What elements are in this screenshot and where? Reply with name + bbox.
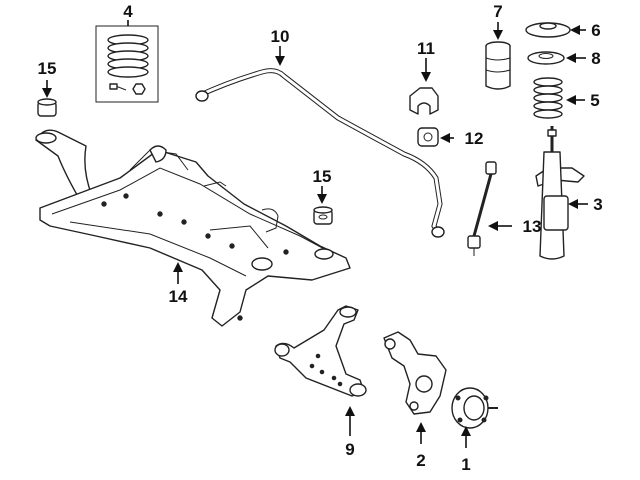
callout-7: 7 [493,2,502,21]
callout-1: 1 [461,455,470,474]
coil-spring [107,34,149,78]
part-10-stabilizer-bar [195,68,445,238]
callout-4: 4 [123,2,133,21]
part-2-steering-knuckle [383,331,447,415]
callout-9: 9 [345,440,354,459]
callout-leaders [42,20,588,448]
callout-15-left: 15 [38,59,57,78]
callout-15-center: 15 [313,167,332,186]
part-8-strut-bearing [527,51,565,65]
callout-6: 6 [591,21,600,40]
part-15-bushing-center [313,206,333,225]
part-7-bump-stop [485,41,511,90]
part-13-stabilizer-link [467,161,497,256]
callout-2: 2 [416,451,425,470]
part-6-strut-mount [525,22,571,38]
callout-14: 14 [169,287,188,306]
callout-8: 8 [591,49,600,68]
part-5-coil-spring [533,77,563,119]
callout-12: 12 [465,129,484,148]
spring-bolt [109,83,127,91]
callout-labels: 1 2 3 4 5 6 7 8 9 10 11 12 13 14 15 15 [38,2,603,474]
part-11-stabilizer-bushing [409,87,439,115]
part-3-strut [535,126,585,260]
part-14-front-subframe [35,129,351,327]
callout-11: 11 [417,39,435,58]
callout-13: 13 [523,217,542,236]
part-9-lower-control-arm [274,305,367,397]
spring-nut [132,83,146,95]
part-4-coil-spring-kit [95,25,159,103]
spring-kit-box [95,25,159,103]
callout-10: 10 [271,27,290,46]
part-1-wheel-hub [451,387,498,429]
callout-3: 3 [593,195,602,214]
part-15-bushing-left [37,98,57,117]
callout-5: 5 [590,91,599,110]
part-12-bushing [417,127,439,147]
